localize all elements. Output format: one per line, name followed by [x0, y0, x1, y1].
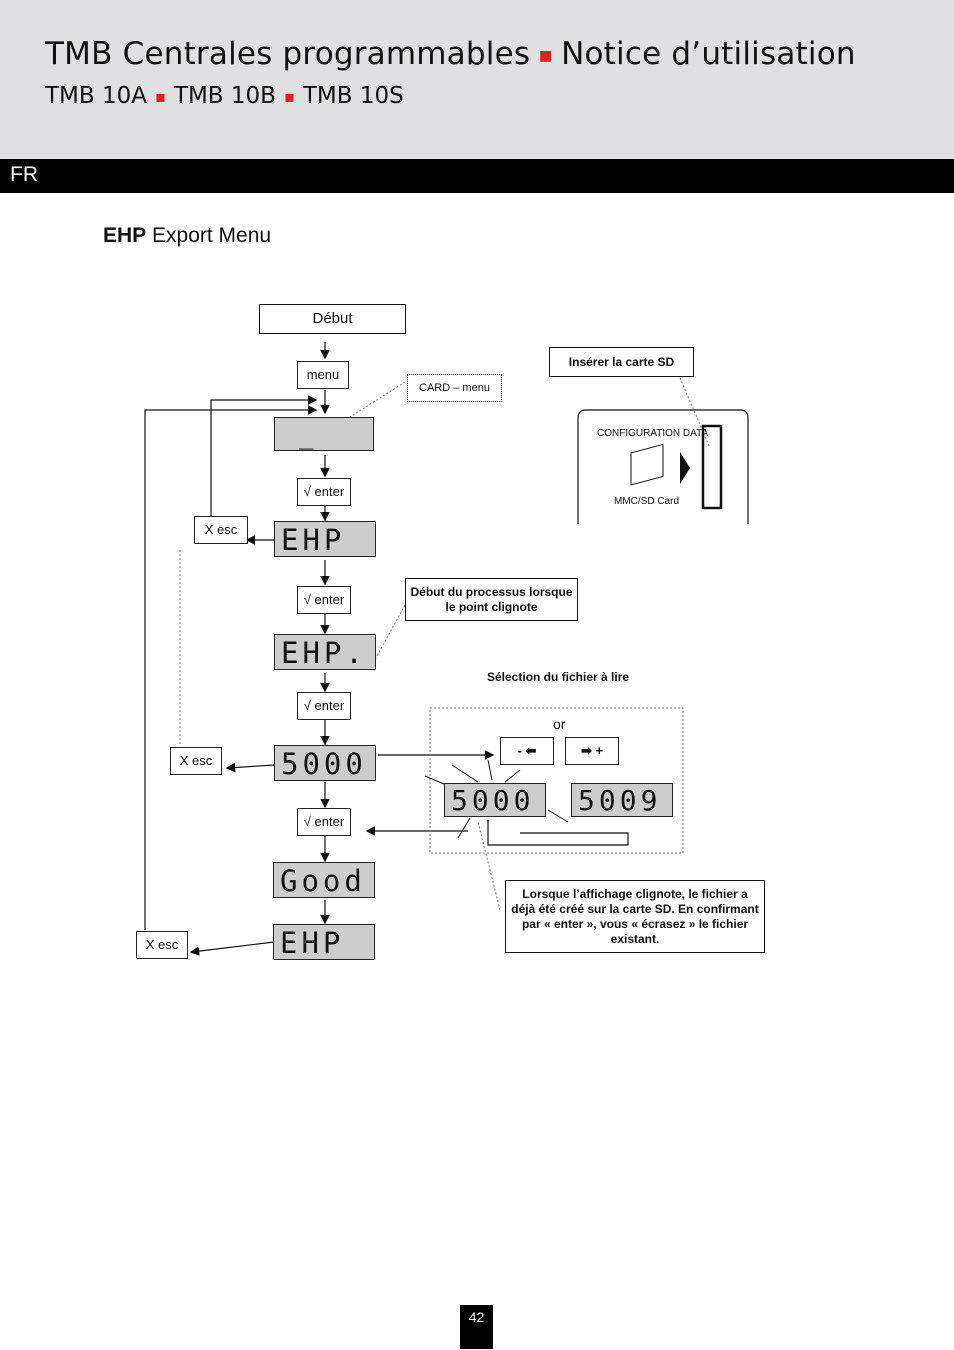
esc-key-2[interactable]: X esc — [170, 747, 222, 775]
or-label: or — [553, 716, 566, 732]
plus-key[interactable]: ➡ + — [565, 737, 619, 765]
lcd-5000: 5000 — [274, 745, 376, 781]
lcd-5009: 5009 — [571, 783, 673, 817]
enter-key-2[interactable]: √ enter — [297, 586, 351, 614]
config-data-label: CONFIGURATION DATA — [597, 428, 709, 439]
lcd-ehp-dot: EHP. — [274, 634, 376, 670]
blink-note-box: Lorsque l’affichage clignote, le fichier… — [505, 880, 765, 953]
esc-key-1[interactable]: X esc — [194, 516, 248, 544]
lcd-cursor: _ — [274, 417, 374, 451]
language-bar: FR — [0, 159, 954, 193]
minus-key[interactable]: - ⬅ — [500, 737, 554, 765]
card-menu-label: CARD – menu — [407, 374, 502, 402]
language-code: FR — [10, 163, 38, 186]
lcd-ehp-final: EHP — [273, 924, 375, 960]
header-band: TMB Centrales programmables▪Notice d’uti… — [0, 0, 954, 159]
section-heading: EHP Export Menu — [103, 224, 272, 247]
lcd-ehp: EHP — [274, 521, 376, 557]
enter-key-4[interactable]: √ enter — [297, 808, 351, 836]
insert-sd-box: Insérer la carte SD — [549, 347, 694, 377]
document-title: TMB Centrales programmables▪Notice d’uti… — [45, 36, 856, 72]
lcd-good: Good — [273, 862, 375, 898]
menu-key[interactable]: menu — [297, 361, 349, 389]
file-select-label: Sélection du fichier à lire — [487, 670, 630, 684]
lcd-5000-blinking: 5000 — [444, 783, 546, 817]
enter-key-1[interactable]: √ enter — [297, 478, 351, 506]
process-note-box: Début du processus lorsque le point clig… — [405, 578, 578, 621]
enter-key-3[interactable]: √ enter — [297, 692, 351, 720]
page-number: 42 — [460, 1305, 493, 1349]
start-box: Début — [259, 304, 406, 334]
model-list: TMB 10A▪TMB 10B▪TMB 10S — [45, 83, 404, 109]
mmc-sd-label: MMC/SD Card — [614, 496, 680, 507]
esc-key-3[interactable]: X esc — [136, 931, 188, 959]
